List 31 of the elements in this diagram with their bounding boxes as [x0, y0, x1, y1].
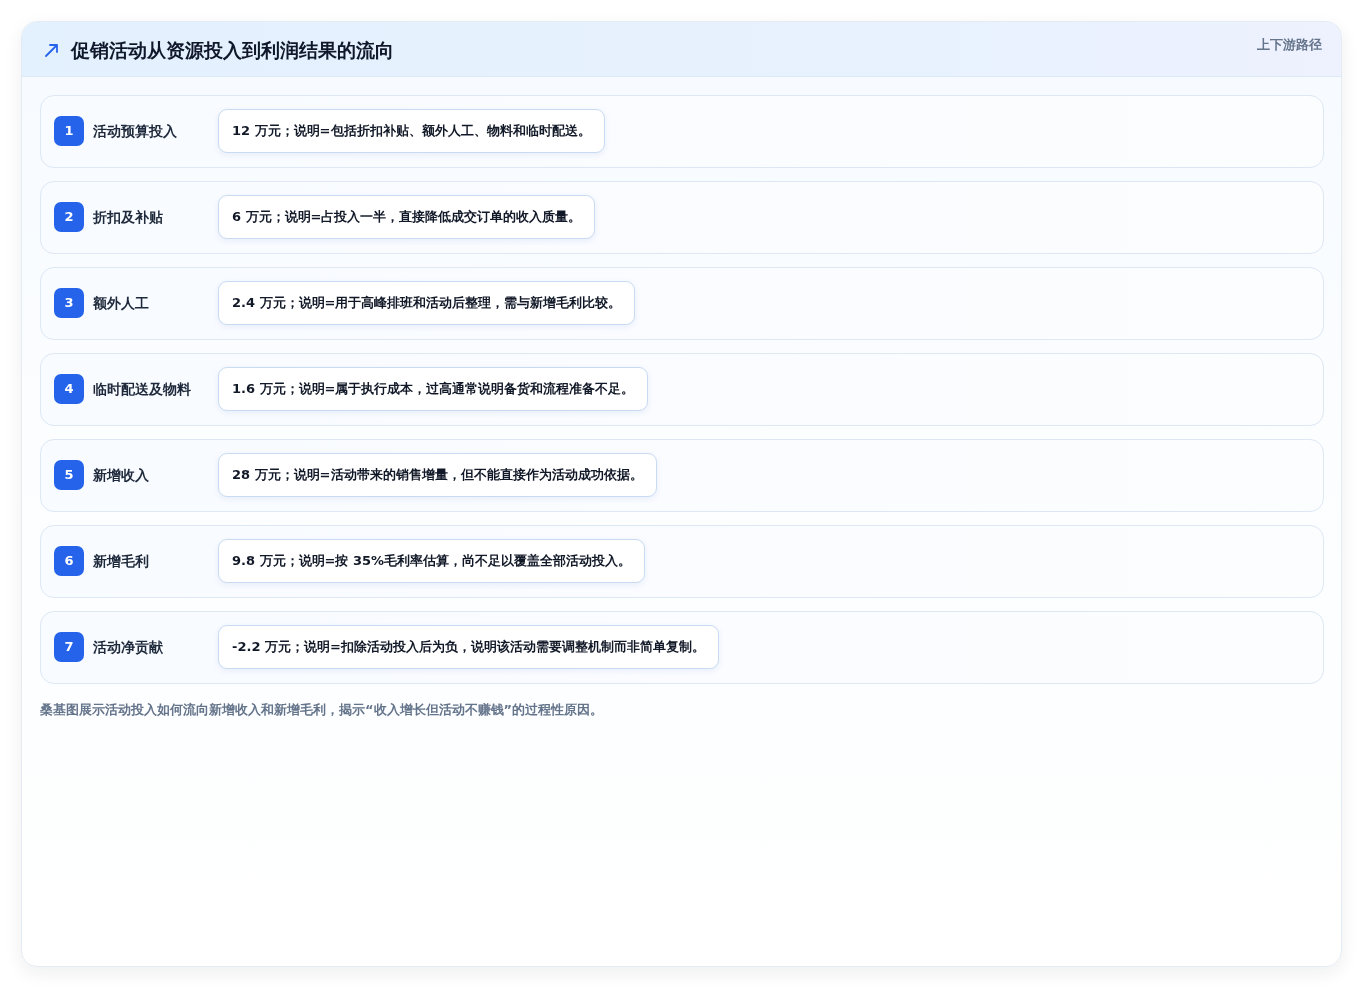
- row-label: 新增毛利: [93, 552, 149, 571]
- section-label: 上下游路径: [1257, 36, 1322, 54]
- row-label: 活动净贡献: [93, 638, 163, 657]
- value-box: 12 万元；说明=包括折扣补贴、额外人工、物料和临时配送。: [218, 109, 605, 153]
- caption-text: 桑基图展示活动投入如何流向新增收入和新增毛利，揭示“收入增长但活动不赚钱”的过程性原因。: [40, 701, 604, 719]
- row-label: 折扣及补贴: [93, 208, 163, 227]
- row-card: [40, 525, 1324, 598]
- row-card: [40, 611, 1324, 684]
- row-label: 临时配送及物料: [93, 380, 191, 399]
- value-box: 6 万元；说明=占投入一半，直接降低成交订单的收入质量。: [218, 195, 596, 239]
- row-card: [40, 267, 1324, 340]
- row-card: [40, 181, 1324, 254]
- diagram-title: 促销活动从资源投入到利润结果的流向: [71, 38, 394, 63]
- row-label: 活动预算投入: [93, 122, 177, 141]
- value-box: 1.6 万元；说明=属于执行成本，过高通常说明备货和流程准备不足。: [218, 367, 649, 411]
- number-badge: 1: [54, 116, 84, 146]
- row-label: 额外人工: [93, 294, 149, 313]
- row-card: [40, 353, 1324, 426]
- value-box: 28 万元；说明=活动带来的销售增量，但不能直接作为活动成功依据。: [218, 453, 657, 497]
- value-box: 9.8 万元；说明=按 35%毛利率估算，尚不足以覆盖全部活动投入。: [218, 539, 646, 583]
- value-box: 2.4 万元；说明=用于高峰排班和活动后整理，需与新增毛利比较。: [218, 281, 636, 325]
- number-badge: 7: [54, 632, 84, 662]
- row-card: [40, 439, 1324, 512]
- number-badge: 2: [54, 202, 84, 232]
- number-badge: 6: [54, 546, 84, 576]
- number-badge: 3: [54, 288, 84, 318]
- value-box: -2.2 万元；说明=扣除活动投入后为负，说明该活动需要调整机制而非简单复制。: [218, 625, 719, 669]
- row-label: 新增收入: [93, 466, 149, 485]
- row-card: [40, 95, 1324, 168]
- number-badge: 5: [54, 460, 84, 490]
- number-badge: 4: [54, 374, 84, 404]
